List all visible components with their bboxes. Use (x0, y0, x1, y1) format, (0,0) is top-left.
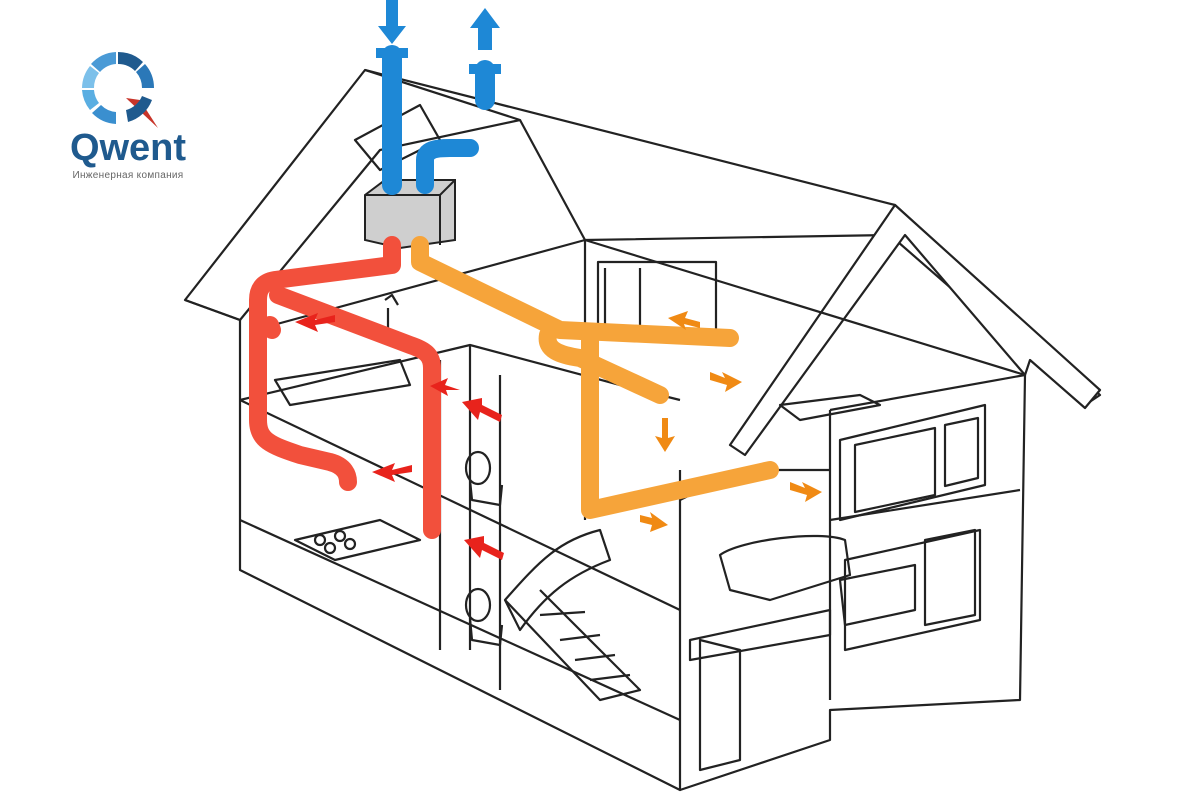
extract-arrow-icon (640, 512, 668, 532)
extract-arrow-icon (655, 418, 675, 452)
arrow-up-icon (470, 8, 500, 50)
left-wall (240, 320, 680, 790)
roof-gable (730, 205, 1100, 455)
recovery-unit (365, 180, 455, 248)
house-outline (185, 70, 1100, 790)
arrow-down-icon (378, 0, 406, 44)
extract-arrow-icon (710, 372, 742, 392)
extract-arrow-icon (790, 482, 822, 502)
supply-arrow-icon (462, 398, 502, 422)
